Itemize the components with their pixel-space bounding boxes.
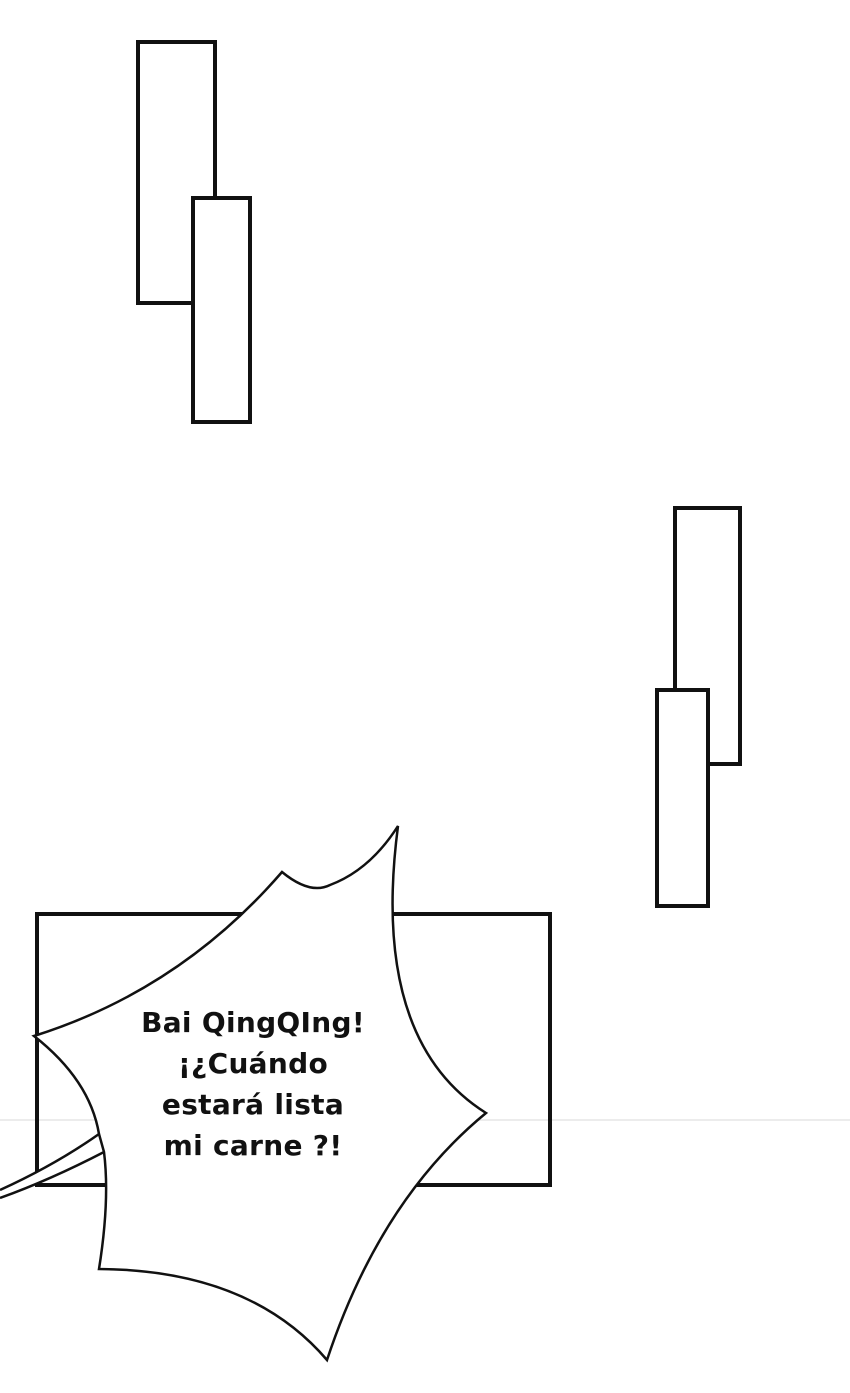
speech-line-3: estará lista: [161, 1088, 345, 1121]
panel-rect-right-b: [655, 688, 710, 908]
speech-line-1: Bai QingQIng!: [141, 1006, 365, 1039]
speech-line-2: ¡¿Cuándo: [177, 1047, 328, 1080]
burst-speech-bubble: [31, 825, 489, 1363]
bubble-tail-upper-edge: [0, 1132, 100, 1192]
speech-bubble-text: Bai QingQIng! ¡¿Cuándo estará lista mi c…: [108, 1002, 398, 1166]
speech-line-4: mi carne ?!: [163, 1129, 343, 1162]
panel-rect-top-left-b: [191, 196, 252, 424]
bubble-tail-fill: [0, 1134, 104, 1198]
bubble-tail-lower-edge: [0, 1150, 105, 1200]
